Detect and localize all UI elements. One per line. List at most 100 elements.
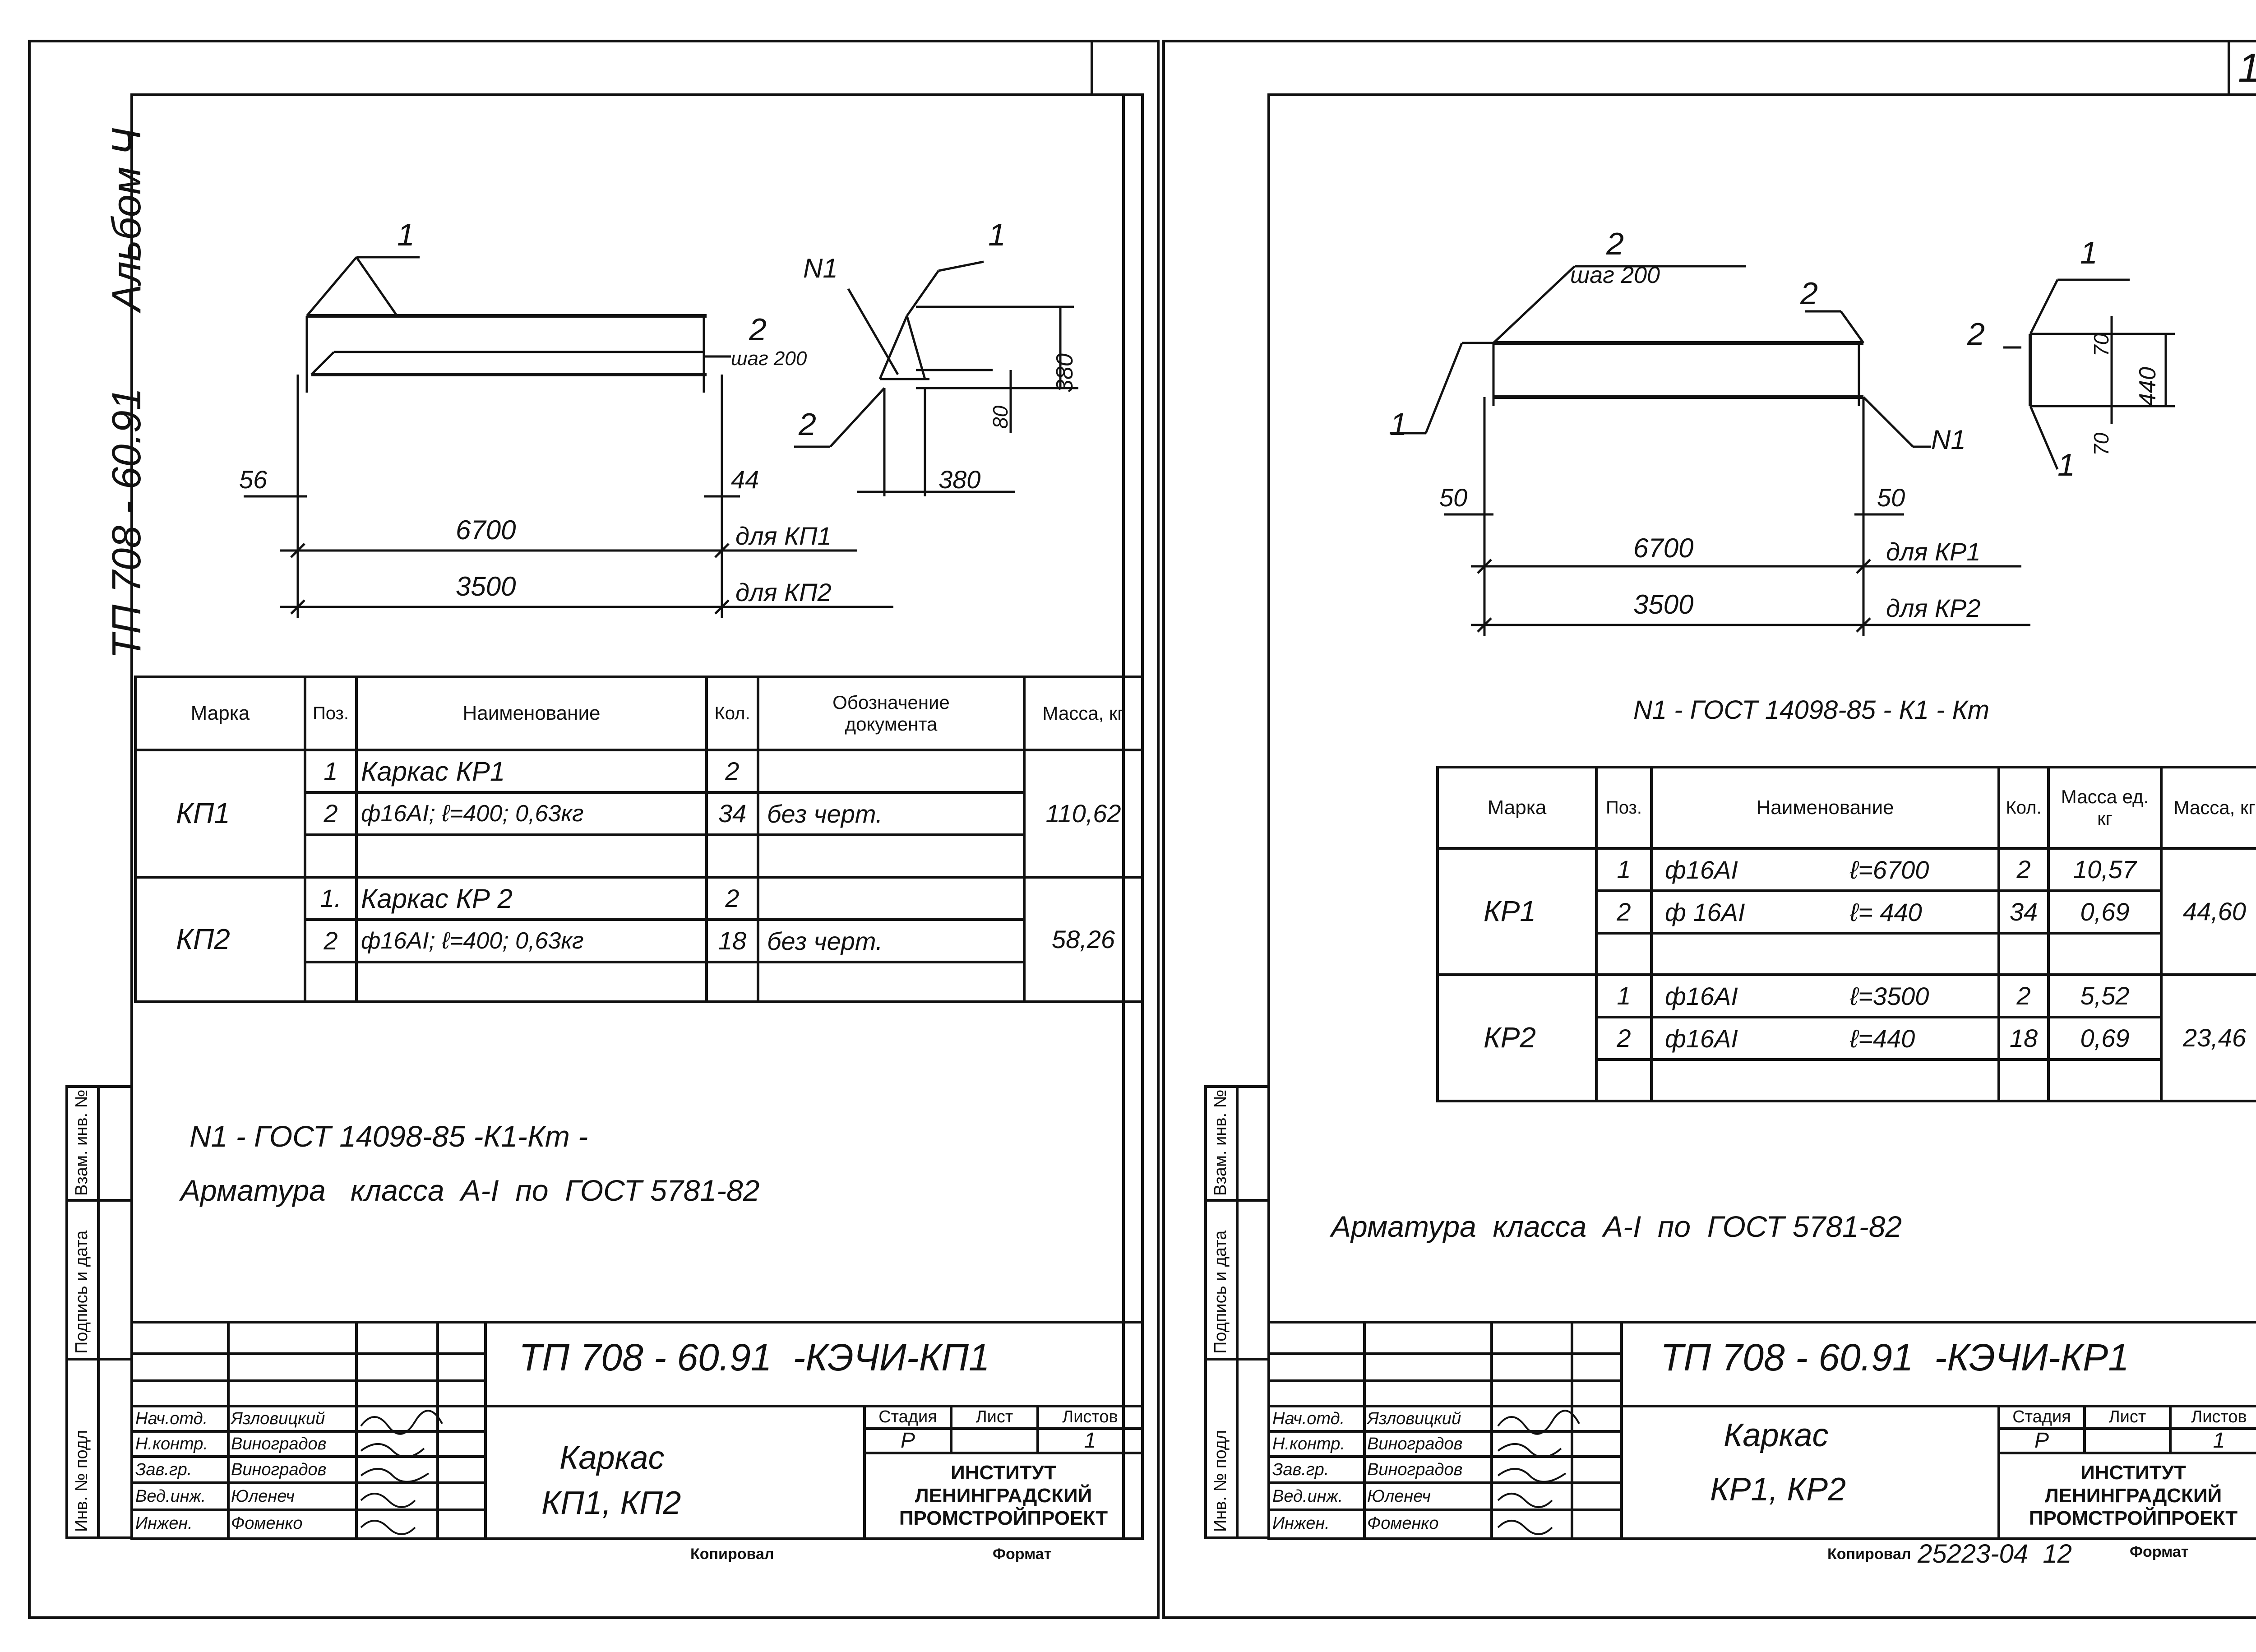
right-table-header-mark: Марка [1487, 796, 1547, 819]
right-sheet-frame [1162, 40, 2256, 1619]
right-table-pos: 1 [1617, 981, 1631, 1010]
left-note-for1: для КП1 [735, 522, 832, 550]
right-table-mass-kr1: 44,60 [2182, 897, 2247, 925]
right-table-unit-mass: 0,69 [2080, 897, 2130, 926]
right-table-header-unit-mass: Масса ед. кг [2061, 786, 2149, 829]
left-table-header-doc: Обозначение документа [832, 691, 950, 735]
left-label-n1: N1 [803, 253, 838, 283]
left-table-qty: 34 [718, 799, 747, 828]
left-label-pos1b: 1 [988, 217, 1006, 252]
right-stamp-sheet-header: Лист [2108, 1407, 2146, 1427]
left-table-pos: 1. [320, 884, 342, 912]
left-stamp-role: Н.контр. [135, 1434, 208, 1453]
left-table-mass-kp1: 110,62 [1045, 799, 1121, 828]
right-table-length: ℓ=440 [1850, 1024, 1915, 1053]
right-table-mark-kr2: КР2 [1484, 1021, 1536, 1054]
right-table-name: ф16АI [1665, 981, 1738, 1010]
right-stamp-title2: КР1, КР2 [1710, 1472, 1846, 1508]
left-table-qty: 2 [725, 884, 740, 912]
right-stamp-role: Вед.инж. [1272, 1486, 1343, 1506]
left-stamp-person: Фоменко [231, 1513, 303, 1533]
right-table-header-mass: Масса, кг [2173, 796, 2256, 818]
right-note-rebar: Арматура класса А-I по ГОСТ 5781-82 [1331, 1210, 1902, 1243]
right-stamp-role: Нач.отд. [1272, 1409, 1345, 1428]
right-side-stamp-sign: Подпись и дата [1211, 1230, 1230, 1354]
right-table-pos: 2 [1617, 1023, 1631, 1052]
left-label-step: шаг 200 [731, 347, 807, 370]
right-table-header-name: Наименование [1756, 796, 1894, 819]
right-stamp-person: Юленеч [1367, 1486, 1431, 1506]
left-dim-380-horizontal: 380 [938, 465, 981, 494]
right-label-n1: N1 [1931, 425, 1966, 455]
left-stamp-person: Виноградов [231, 1434, 327, 1453]
left-table-name: ф16АI; ℓ=400; 0,63кг [361, 801, 584, 827]
right-stamp-person: Фоменко [1367, 1513, 1439, 1533]
left-copied-label: Копировал [690, 1546, 774, 1563]
right-stamp-sheets-header: Листов [2191, 1407, 2247, 1427]
left-table-mass-kp2: 58,26 [1051, 925, 1115, 953]
left-stamp-stage: Р [900, 1429, 915, 1453]
right-label-section-pos2: 2 [1967, 316, 1985, 352]
left-format-label: Формат [993, 1546, 1052, 1563]
right-stamp-sheets: 1 [2213, 1429, 2225, 1453]
right-table-header-qty: Кол. [2006, 798, 2042, 818]
right-table-qty: 34 [2009, 897, 2038, 926]
right-table-qty: 2 [2016, 981, 2031, 1010]
right-stamp-sheet [2085, 1429, 2170, 1453]
right-label-pos1: 1 [1390, 407, 1407, 442]
left-label-pos1: 1 [397, 217, 415, 252]
right-stamp-org: ИНСТИТУТ ЛЕНИНГРАДСКИЙ ПРОМСТРОЙПРОЕКТ [2029, 1462, 2238, 1530]
left-dim-6700: 6700 [456, 515, 516, 545]
left-stamp-person: Язловицкий [231, 1409, 325, 1428]
right-table-name: ф 16АI [1665, 898, 1745, 926]
left-table-name: ф16АI; ℓ=400; 0,63кг [361, 928, 584, 954]
right-label-step: шаг 200 [1570, 262, 1660, 288]
right-dim-50-right: 50 [1877, 483, 1905, 512]
right-side-stamp-inv: Инв. № подл [1211, 1430, 1230, 1532]
right-label-pos2: 2 [1606, 226, 1624, 261]
left-table-qty: 2 [725, 756, 740, 785]
left-stamp-code: ТП 708 - 60.91 -КЭЧИ-КП1 [519, 1336, 990, 1379]
right-stamp-code: ТП 708 - 60.91 -КЭЧИ-КР1 [1660, 1336, 2129, 1379]
left-table-doc: без черт. [767, 799, 883, 828]
right-dim-50-left: 50 [1439, 483, 1468, 512]
right-table-name: ф16АI [1665, 855, 1738, 884]
left-table-mark-kp1: КП1 [176, 797, 230, 830]
left-stamp-sheets: 1 [1084, 1429, 1096, 1453]
right-table-qty: 2 [2016, 855, 2031, 884]
left-stamp-sheet-header: Лист [975, 1407, 1013, 1427]
right-stamp-person: Язловицкий [1367, 1409, 1461, 1428]
right-label-pos2b: 2 [1800, 276, 1818, 311]
right-table-length: ℓ= 440 [1850, 898, 1922, 926]
left-stamp-title1: Каркас [559, 1440, 665, 1476]
right-table-pos: 2 [1617, 897, 1631, 926]
right-dim-440: 440 [2135, 367, 2161, 406]
right-format-label: Формат [2130, 1543, 2189, 1560]
left-table-header-mass: Масса, кг [1042, 702, 1124, 724]
right-dim-3500: 3500 [1633, 589, 1694, 620]
right-table-length: ℓ=6700 [1850, 855, 1929, 884]
left-table-pos: 1 [324, 756, 338, 785]
left-note-gost: N1 - ГОСТ 14098-85 -К1-Кт - [190, 1120, 588, 1153]
right-stamp-person: Виноградов [1367, 1460, 1463, 1479]
left-stamp-org: ИНСТИТУТ ЛЕНИНГРАДСКИЙ ПРОМСТРОЙПРОЕКТ [899, 1462, 1108, 1530]
right-table-header-pos: Поз. [1606, 798, 1642, 818]
left-table-mark-kp2: КП2 [176, 923, 230, 956]
right-table-pos: 1 [1617, 855, 1631, 884]
right-table-unit-mass: 10,57 [2073, 855, 2137, 884]
right-note-for1: для КР1 [1886, 537, 1981, 566]
left-stamp-role: Зав.гр. [135, 1460, 192, 1479]
left-stamp-stage-header: Стадия [878, 1407, 937, 1427]
right-dim-6700: 6700 [1633, 533, 1694, 563]
left-stamp-role: Вед.инж. [135, 1486, 206, 1506]
right-dim-70-bottom: 70 [2090, 432, 2113, 456]
right-table-mass-kr2: 23,46 [2182, 1023, 2247, 1052]
right-table-unit-mass: 0,69 [2080, 1023, 2130, 1052]
right-table-mark-kr1: КР1 [1484, 895, 1536, 928]
right-copied-number: 25223-04 12 [1918, 1539, 2072, 1569]
left-table-header-pos: Поз. [313, 703, 349, 723]
right-stamp-stage-header: Стадия [2012, 1407, 2071, 1427]
right-page-number: 11 [2238, 46, 2256, 91]
